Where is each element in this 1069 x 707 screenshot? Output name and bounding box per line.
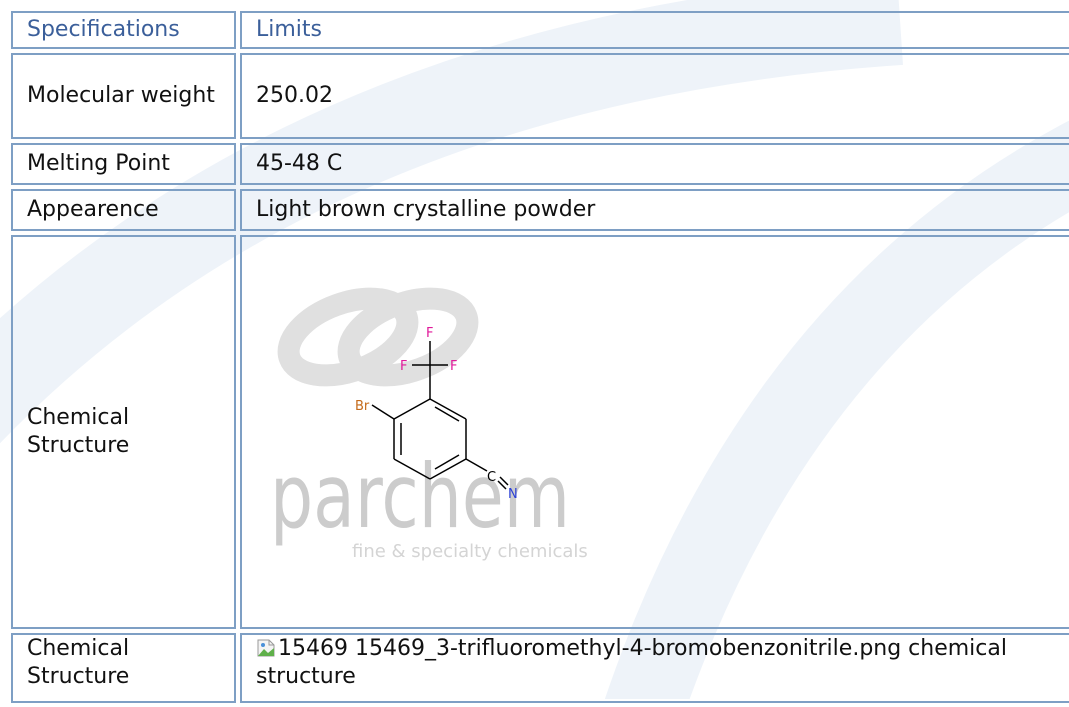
- chemical-structure-image: parchem fine & specialty chemicals: [270, 287, 588, 562]
- atom-f-top: F: [426, 326, 433, 341]
- header-specifications: Specifications: [11, 11, 236, 49]
- image-alt-text: 15469 15469_3-trifluoromethyl-4-bromoben…: [256, 636, 1007, 689]
- watermark-tagline: fine & specialty chemicals: [352, 541, 588, 562]
- row-value: Light brown crystalline powder: [240, 189, 1069, 231]
- table-header-row: Specifications Limits: [11, 11, 1069, 49]
- header-limits: Limits: [240, 11, 1069, 49]
- broken-image-icon: [257, 639, 275, 657]
- table-row: Appearence Light brown crystalline powde…: [11, 189, 1069, 231]
- row-label: Appearence: [11, 189, 236, 231]
- molecule-bonds: [371, 341, 509, 490]
- row-label: Chemical Structure: [11, 235, 236, 629]
- row-value-image-alt: 15469 15469_3-trifluoromethyl-4-bromoben…: [240, 633, 1069, 703]
- chemical-structure-cell: parchem fine & specialty chemicals: [240, 235, 1069, 629]
- atom-f-right: F: [450, 359, 457, 374]
- row-value: 45-48 C: [240, 143, 1069, 185]
- row-label: Molecular weight: [11, 53, 236, 139]
- watermark-brand: parchem: [270, 445, 570, 548]
- table-row: Chemical Structure 15469 15469_3-trifluo…: [11, 633, 1069, 703]
- table-row: Melting Point 45-48 C: [11, 143, 1069, 185]
- row-label: Chemical Structure: [11, 633, 236, 703]
- table-row: Molecular weight 250.02: [11, 53, 1069, 139]
- row-value: 250.02: [240, 53, 1069, 139]
- atom-br: Br: [355, 399, 370, 414]
- parchem-watermark: parchem fine & specialty chemicals: [270, 287, 588, 562]
- atom-c: C: [487, 470, 496, 485]
- table-row: Chemical Structure parchem fine & specia…: [11, 235, 1069, 629]
- row-label: Melting Point: [11, 143, 236, 185]
- specifications-table: Specifications Limits Molecular weight 2…: [7, 7, 1069, 707]
- atom-f-left: F: [400, 359, 407, 374]
- atom-n: N: [508, 487, 518, 502]
